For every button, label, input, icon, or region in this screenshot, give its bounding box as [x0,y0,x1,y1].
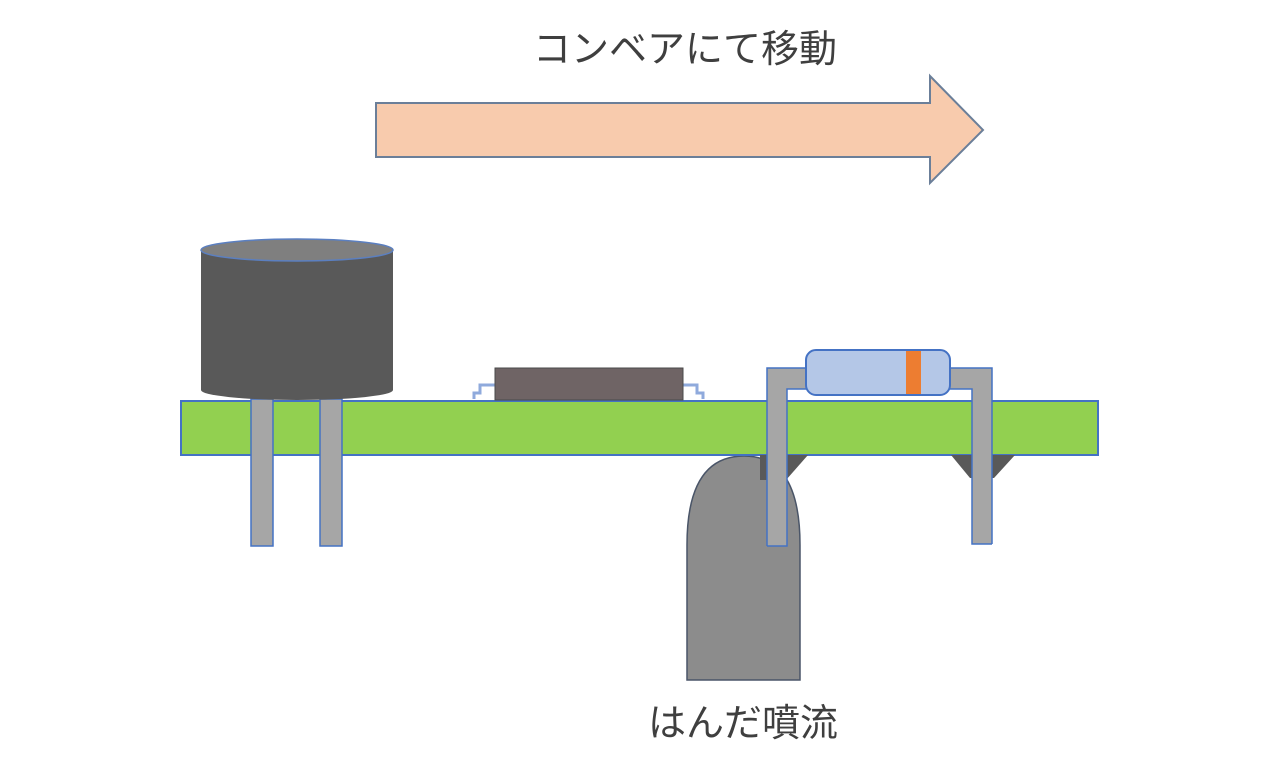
conveyor-label: コンベアにて移動 [533,27,837,71]
solder-wave-label: はんだ噴流 [648,701,838,745]
circuit-board [180,400,1099,456]
capacitor-lead-left [250,398,274,547]
electrolytic-capacitor [200,238,394,400]
smd-component [472,367,705,401]
capacitor-lead-right [319,398,343,547]
resistor-color-band [906,351,921,394]
conveyor-arrow [375,73,985,186]
resistor [805,349,951,396]
